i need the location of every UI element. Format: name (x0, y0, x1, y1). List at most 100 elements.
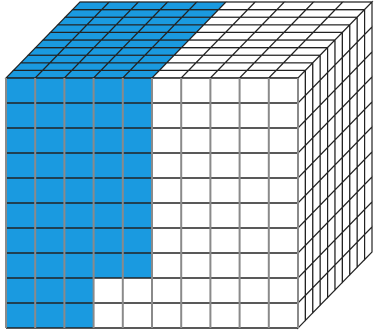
front-cube-cell (35, 153, 64, 178)
front-cube-cell (6, 303, 35, 328)
front-cube-cell (181, 178, 210, 203)
front-cube-cell (94, 78, 123, 103)
front-cube-cell (152, 78, 181, 103)
front-cube-cell (210, 278, 239, 303)
front-cube-cell (181, 303, 210, 328)
front-cube-cell (123, 203, 152, 228)
front-cube-cell (240, 78, 269, 103)
front-cube-cell (269, 128, 298, 153)
front-cube-cell (181, 228, 210, 253)
front-cube-cell (181, 78, 210, 103)
front-cube-cell (210, 253, 239, 278)
front-cube-cell (152, 103, 181, 128)
front-cube-cell (94, 228, 123, 253)
front-cube-cell (6, 278, 35, 303)
front-cube-cell (210, 103, 239, 128)
front-cube-cell (35, 203, 64, 228)
front-cube-cell (269, 203, 298, 228)
front-cube-cell (181, 278, 210, 303)
front-cube-cell (64, 278, 93, 303)
front-cube-cell (6, 253, 35, 278)
front-cube-cell (35, 228, 64, 253)
front-cube-cell (210, 153, 239, 178)
front-cube-cell (152, 203, 181, 228)
front-cube-cell (6, 78, 35, 103)
front-cube-cell (210, 78, 239, 103)
front-cube-cell (123, 78, 152, 103)
front-cube-cell (123, 303, 152, 328)
front-cube-cell (152, 128, 181, 153)
front-cube-cell (6, 228, 35, 253)
front-cube-cell (269, 303, 298, 328)
front-cube-cell (240, 253, 269, 278)
front-cube-cell (123, 103, 152, 128)
front-cube-cell (94, 203, 123, 228)
front-cube-cell (240, 303, 269, 328)
front-cube-cell (152, 278, 181, 303)
front-cube-cell (269, 278, 298, 303)
front-cube-cell (64, 78, 93, 103)
front-cube-cell (269, 103, 298, 128)
front-cube-cell (64, 228, 93, 253)
front-cube-cell (35, 253, 64, 278)
front-cube-cell (35, 278, 64, 303)
front-cube-cell (269, 228, 298, 253)
front-cube-cell (64, 253, 93, 278)
front-cube-cell (152, 303, 181, 328)
front-cube-cell (181, 128, 210, 153)
front-cube-cell (94, 253, 123, 278)
front-cube-cell (64, 178, 93, 203)
front-cube-cell (181, 253, 210, 278)
front-cube-cell (94, 103, 123, 128)
front-cube-cell (94, 178, 123, 203)
front-cube-cell (35, 303, 64, 328)
front-cube-cell (152, 153, 181, 178)
front-cube-cell (210, 228, 239, 253)
front-cube-cell (94, 128, 123, 153)
front-cube-cell (35, 78, 64, 103)
front-cube-cell (210, 303, 239, 328)
front-cube-cell (269, 78, 298, 103)
front-cube-cell (6, 178, 35, 203)
front-cube-cell (210, 128, 239, 153)
front-cube-cell (6, 153, 35, 178)
front-cube-cell (181, 203, 210, 228)
front-cube-cell (6, 103, 35, 128)
front-cube-cell (240, 178, 269, 203)
front-cube-cell (210, 203, 239, 228)
front-cube-cell (123, 228, 152, 253)
front-cube-cell (181, 153, 210, 178)
front-cube-cell (240, 128, 269, 153)
front-cube-cell (240, 103, 269, 128)
front-cube-cell (240, 278, 269, 303)
front-cube-cell (181, 103, 210, 128)
front-cube-cell (6, 203, 35, 228)
front-cube-cell (152, 253, 181, 278)
front-cube-cell (123, 178, 152, 203)
front-cube-cell (35, 103, 64, 128)
front-cube-cell (152, 178, 181, 203)
front-cube-cell (123, 253, 152, 278)
front-face (6, 78, 298, 328)
front-cube-cell (64, 153, 93, 178)
front-cube-cell (94, 153, 123, 178)
front-cube-cell (64, 103, 93, 128)
front-cube-cell (269, 178, 298, 203)
front-cube-cell (123, 153, 152, 178)
front-cube-cell (94, 278, 123, 303)
front-cube-cell (64, 203, 93, 228)
front-cube-cell (269, 253, 298, 278)
front-cube-cell (35, 178, 64, 203)
front-cube-cell (210, 178, 239, 203)
front-cube-cell (240, 153, 269, 178)
front-cube-cell (64, 303, 93, 328)
front-cube-cell (240, 203, 269, 228)
front-cube-cell (123, 278, 152, 303)
front-cube-cell (269, 153, 298, 178)
front-cube-cell (123, 128, 152, 153)
front-cube-cell (64, 128, 93, 153)
front-cube-cell (6, 128, 35, 153)
front-cube-cell (35, 128, 64, 153)
front-cube-cell (94, 303, 123, 328)
